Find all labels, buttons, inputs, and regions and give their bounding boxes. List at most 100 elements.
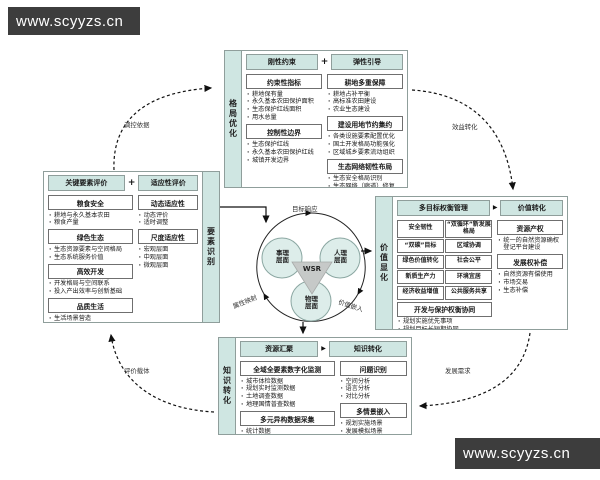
side-label: 格局优化 xyxy=(228,99,238,139)
side-label: 知识转化 xyxy=(222,366,232,406)
watermark-bottom-right: www.scyyzs.cn xyxy=(455,438,600,469)
bullet-item: 生态网络（廊道）修复 xyxy=(327,183,403,187)
bullet-item: 国土开发格局功能强化 xyxy=(327,141,403,149)
column: 问题识别 空间分析 语言分析 对比分析 多情景嵌入 规划实施场景 发展模拟场景 xyxy=(339,359,408,434)
panel-knowledge-transformation: 知识转化 资源汇聚 ▶ 知识转化 全域全要素数字化监测 城市体检数据 规划实时监… xyxy=(218,337,412,435)
column: 资源产权 统一的自然资源确权登记平台建设 发展权补偿 自然资源有偿使用 市场交易… xyxy=(497,218,563,329)
column: 耕地多重保障 耕地占补平衡 高标准农田建设 农业生态建设 建设用地节约集约 各类… xyxy=(327,72,403,187)
bullet-item: 投入产出效率与创新基础 xyxy=(48,288,133,296)
bullet-item: 土地调查数据 xyxy=(240,393,335,401)
bullet-item: 耕地保有量 xyxy=(246,91,322,99)
bullet-item: 发展模拟场景 xyxy=(340,428,408,434)
right-arrow-icon: ▶ xyxy=(321,345,326,352)
bullet-item: 区域城乡要素流动组织 xyxy=(327,149,403,157)
panel-header: 刚性约束 + 弹性引导 xyxy=(246,54,404,70)
watermark-top-left: www.scyyzs.cn xyxy=(8,7,140,35)
side-strip: 格局优化 xyxy=(225,51,242,187)
group-title: 发展权补偿 xyxy=(497,254,563,270)
panel-header: 多目标权衡管理 ▶ 价值转化 xyxy=(397,200,563,216)
goal-cell: 安全韧性 xyxy=(397,220,444,238)
bullet-item: 统一的自然资源确权登记平台建设 xyxy=(497,237,563,253)
goal-cell: 经济收益增值 xyxy=(397,285,444,300)
group-title: 高效开发 xyxy=(48,263,133,279)
group-title: 粮食安全 xyxy=(48,195,133,210)
bullet-item: 开发格局与空间联系 xyxy=(48,280,133,288)
group-title: 约束性指标 xyxy=(246,74,322,89)
group-title: 绿色生态 xyxy=(48,229,133,245)
panel-body: 刚性约束 + 弹性引导 约束性指标 耕地保有量 永久基本农田保护面积 生态保护红… xyxy=(242,51,407,187)
flow-label-evaluation-carrier: 评价载体 xyxy=(124,367,150,375)
circle-label-shili: 事理层面 xyxy=(276,249,289,265)
bullet-item: 农业生态建设 xyxy=(327,106,403,114)
right-arrow-icon: ▶ xyxy=(492,204,498,211)
bullet-item: 耕地与永久基本农田 xyxy=(48,212,133,220)
bullet-item: 生活场景营造 xyxy=(48,315,133,322)
panel-body: 多目标权衡管理 ▶ 价值转化 安全韧性 “双循环”新发展格局 “双碳”目标 区域… xyxy=(393,197,567,329)
panel-body: 关键要素评价 + 适应性评价 粮食安全 耕地与永久基本农田 粮食产量 绿色生态 … xyxy=(44,172,202,322)
goal-cell: 绿色价值转化 xyxy=(397,254,444,269)
goal-grid: 安全韧性 “双循环”新发展格局 “双碳”目标 区域协调 绿色价值转化 社会公平 … xyxy=(397,220,493,300)
columns: 粮食安全 耕地与永久基本农田 粮食产量 绿色生态 生态资源要素与空间格局 生态系… xyxy=(48,193,198,322)
circle-label-renli: 人理层面 xyxy=(334,249,347,265)
goal-cell: 区域协调 xyxy=(445,239,493,254)
header-box: 多目标权衡管理 xyxy=(397,200,490,216)
dashed-arrow-benefit-transform xyxy=(411,89,516,191)
flow-label-benefit-transform: 效益转化 xyxy=(452,123,478,131)
group-title: 多元异构数据采集 xyxy=(240,411,335,427)
bullet-item: 城市体检数据 xyxy=(240,378,335,386)
group-title: 生态网络韧性布局 xyxy=(327,158,403,174)
side-strip: 知识转化 xyxy=(219,338,236,434)
group-title: 资源产权 xyxy=(497,220,563,235)
panel-header: 资源汇聚 ▶ 知识转化 xyxy=(240,341,407,357)
goal-cell: 社会公平 xyxy=(445,254,493,269)
goal-cell: “双循环”新发展格局 xyxy=(445,220,493,238)
bullet-item: 规划目标长短期协同 xyxy=(397,326,492,329)
plus-icon: + xyxy=(127,177,136,188)
bullet-item: 动态评价 xyxy=(138,212,198,220)
column: 全域全要素数字化监测 城市体检数据 规划实时监测数据 土地调查数据 地理国情普查… xyxy=(240,359,335,434)
bullet-item: 对比分析 xyxy=(340,393,408,401)
side-label: 要素识别 xyxy=(206,227,216,267)
bullet-item: 适时调整 xyxy=(138,219,198,227)
side-strip: 价值显化 xyxy=(376,197,393,329)
bullet-item: 空间分析 xyxy=(340,378,408,386)
bullet-item: 中观层面 xyxy=(138,254,198,262)
goal-cell: 新质生产力 xyxy=(397,270,444,285)
bullet-item: 规划实时监测数据 xyxy=(240,385,335,393)
header-box: 知识转化 xyxy=(328,341,407,357)
panel-header: 关键要素评价 + 适应性评价 xyxy=(48,175,198,191)
side-strip: 要素识别 xyxy=(202,172,219,322)
bullet-item: 统计数据 xyxy=(240,428,335,434)
bullet-item: 微观层面 xyxy=(138,262,198,270)
plus-icon: + xyxy=(320,56,329,67)
group-title: 尺度适应性 xyxy=(137,229,198,245)
bullet-item: 各类设施要素配置优化 xyxy=(327,133,403,141)
flow-label-development-demand: 发展需求 xyxy=(445,367,471,375)
goal-cell: 环境宜居 xyxy=(445,270,493,285)
group-title: 耕地多重保障 xyxy=(327,74,403,89)
columns: 全域全要素数字化监测 城市体检数据 规划实时监测数据 土地调查数据 地理国情普查… xyxy=(240,359,407,434)
bullet-item: 生态保护红线 xyxy=(246,141,322,149)
connector-elements-to-wsr xyxy=(219,206,270,224)
bullet-item: 市场交易 xyxy=(497,279,563,287)
column: 安全韧性 “双循环”新发展格局 “双碳”目标 区域协调 绿色价值转化 社会公平 … xyxy=(397,218,493,329)
group-title: 动态适应性 xyxy=(137,195,198,210)
bullet-item: 城镇开发边界 xyxy=(246,157,322,165)
column: 约束性指标 耕地保有量 永久基本农田保护面积 生态保护红线面积 用水总量 控制性… xyxy=(246,72,322,187)
panel-pattern-optimization: 格局优化 刚性约束 + 弹性引导 约束性指标 耕地保有量 永久基本农田保护面积 … xyxy=(224,50,408,188)
flow-label-regulation-basis: 调控依据 xyxy=(124,121,150,129)
group-title: 全域全要素数字化监测 xyxy=(240,361,335,376)
cycle-label-goal-response: 目标响应 xyxy=(292,205,318,213)
group-title: 建设用地节约集约 xyxy=(327,116,403,132)
bullet-item: 生态资源要素与空间格局 xyxy=(48,246,133,254)
bullet-item: 语言分析 xyxy=(340,385,408,393)
bullet-item: 永久基本农田保护面积 xyxy=(246,98,322,106)
bullet-item: 规划实施场景 xyxy=(340,420,408,428)
bullet-item: 地理国情普查数据 xyxy=(240,401,335,409)
group-title: 品质生活 xyxy=(48,298,133,314)
header-box: 关键要素评价 xyxy=(48,175,125,191)
columns: 约束性指标 耕地保有量 永久基本农田保护面积 生态保护红线面积 用水总量 控制性… xyxy=(246,72,403,187)
goal-cell: 公共服务共享 xyxy=(445,285,493,300)
group-title: 问题识别 xyxy=(339,361,407,376)
header-box: 刚性约束 xyxy=(246,54,318,70)
